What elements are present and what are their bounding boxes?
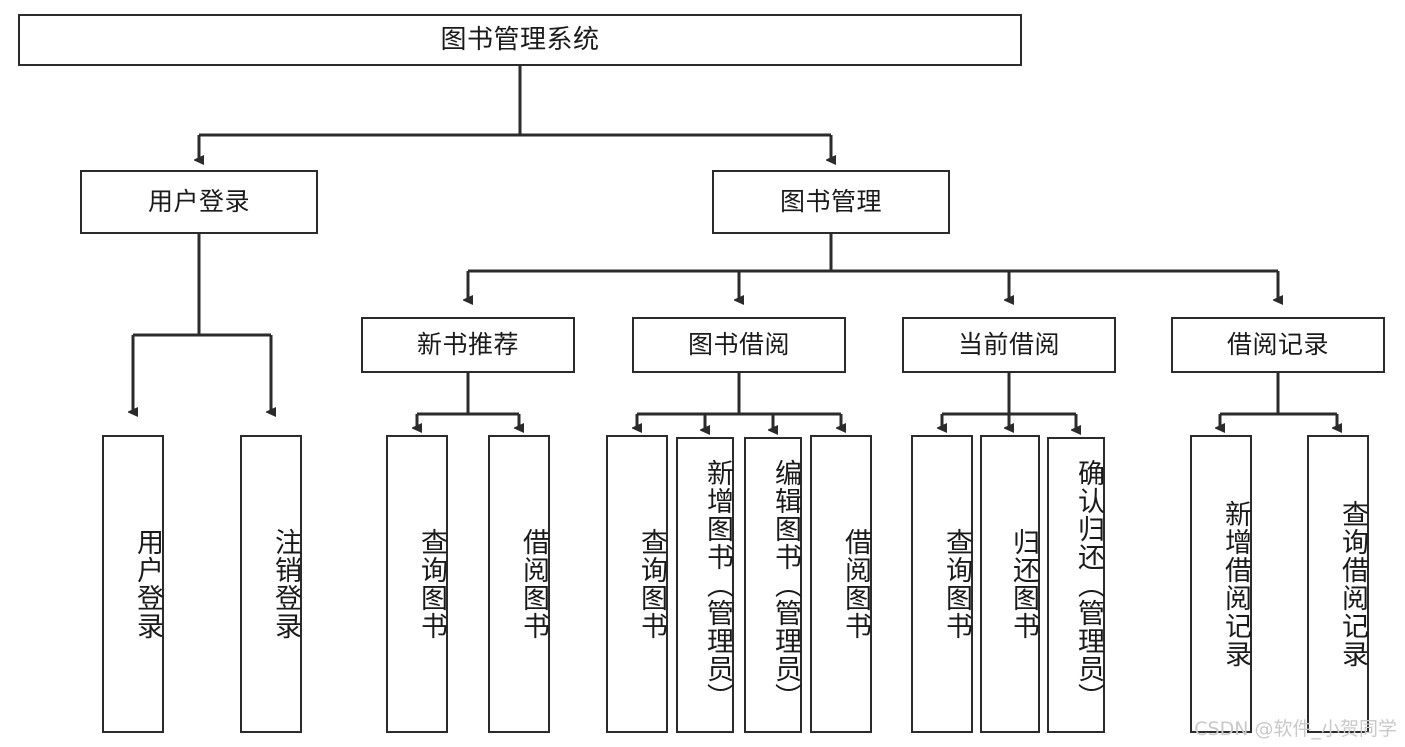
watermark-csdn: CSDN @软件_小贺同学 — [1194, 718, 1397, 740]
node-label: 编辑图书（管理员） — [770, 459, 801, 711]
leaf-current-confirm-return-admin[interactable]: 确认归还（管理员） — [1047, 437, 1105, 733]
leaf-recommend-query-book[interactable]: 查询图书 — [386, 435, 448, 733]
node-label: 归还图书 — [1008, 528, 1039, 640]
node-borrow-record[interactable]: 借阅记录 — [1171, 317, 1385, 373]
node-label: 新增借阅记录 — [1220, 500, 1251, 668]
node-label: 新增图书（管理员） — [702, 459, 733, 711]
node-label: 借阅记录 — [1226, 330, 1329, 360]
node-root-book-management-system[interactable]: 图书管理系统 — [18, 14, 1022, 66]
leaf-user-login-signin[interactable]: 用户登录 — [102, 435, 164, 733]
leaf-borrow-query-book[interactable]: 查询图书 — [606, 435, 668, 733]
node-label: 查询图书 — [636, 528, 667, 640]
node-label: 查询图书 — [941, 528, 972, 640]
leaf-borrow-borrow-book[interactable]: 借阅图书 — [810, 435, 872, 733]
leaf-current-query-book[interactable]: 查询图书 — [911, 435, 973, 733]
node-label: 确认归还（管理员） — [1073, 459, 1104, 711]
leaf-current-return-book[interactable]: 归还图书 — [980, 435, 1040, 733]
node-label: 借阅图书 — [840, 528, 871, 640]
node-label: 当前借阅 — [957, 330, 1060, 360]
node-label: 查询图书 — [416, 528, 447, 640]
leaf-record-add-record[interactable]: 新增借阅记录 — [1190, 435, 1252, 733]
leaf-borrow-add-book-admin[interactable]: 新增图书（管理员） — [676, 437, 734, 733]
node-label: 用户登录 — [147, 187, 250, 217]
node-label: 图书管理 — [779, 187, 882, 217]
node-label: 注销登录 — [270, 528, 301, 640]
node-user-login[interactable]: 用户登录 — [80, 170, 318, 234]
leaf-record-query-record[interactable]: 查询借阅记录 — [1307, 435, 1369, 733]
leaf-recommend-borrow-book[interactable]: 借阅图书 — [488, 435, 550, 733]
node-current-borrow[interactable]: 当前借阅 — [902, 317, 1116, 373]
leaf-user-login-signout[interactable]: 注销登录 — [240, 435, 302, 733]
leaf-borrow-edit-book-admin[interactable]: 编辑图书（管理员） — [744, 437, 802, 733]
node-label: 查询借阅记录 — [1337, 500, 1368, 668]
node-label: 图书管理系统 — [440, 24, 600, 55]
node-new-book-recommend[interactable]: 新书推荐 — [361, 317, 575, 373]
node-book-management[interactable]: 图书管理 — [712, 170, 950, 234]
node-book-borrow[interactable]: 图书借阅 — [632, 317, 846, 373]
node-label: 图书借阅 — [687, 330, 790, 360]
node-label: 借阅图书 — [518, 528, 549, 640]
node-label: 用户登录 — [132, 528, 163, 640]
node-label: 新书推荐 — [416, 330, 519, 360]
